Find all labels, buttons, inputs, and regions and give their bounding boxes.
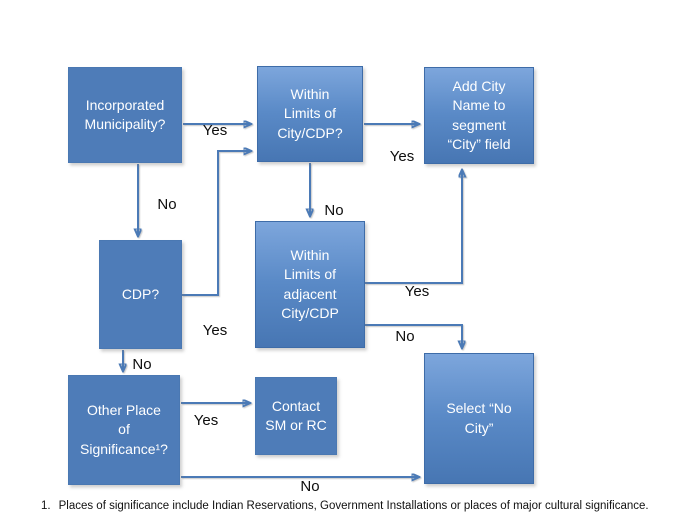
edge-label-yes: Yes (202, 122, 228, 139)
node-other-place-significance: Other Place of Significance¹? (68, 375, 180, 485)
edge-cdp-to-within-city (182, 151, 251, 296)
node-incorporated-municipality: Incorporated Municipality? (68, 67, 182, 163)
edge-label-yes: Yes (389, 148, 415, 165)
footnote: 1. Places of significance include Indian … (41, 500, 681, 512)
edge-label-yes: Yes (404, 283, 430, 300)
node-add-city-name: Add City Name to segment “City” field (424, 67, 534, 164)
edge-label-no: No (157, 196, 177, 213)
node-select-no-city: Select “No City” (424, 353, 534, 484)
edge-adjacent-to-add-city (365, 170, 462, 284)
edge-adjacent-to-no-city (365, 324, 462, 348)
edge-label-no: No (132, 356, 152, 373)
edge-label-no: No (300, 478, 320, 495)
footnote-text: Places of significance include Indian Re… (58, 500, 649, 512)
edge-label-no: No (395, 328, 415, 345)
node-within-limits-adjacent: Within Limits of adjacent City/CDP (255, 221, 365, 348)
node-cdp: CDP? (99, 240, 182, 349)
node-within-limits-city-cdp: Within Limits of City/CDP? (257, 66, 363, 162)
edge-label-yes: Yes (193, 412, 219, 429)
edge-label-yes: Yes (202, 322, 228, 339)
footnote-number: 1. (41, 500, 51, 512)
node-contact-sm-rc: Contact SM or RC (255, 377, 337, 455)
edge-label-no: No (324, 202, 344, 219)
